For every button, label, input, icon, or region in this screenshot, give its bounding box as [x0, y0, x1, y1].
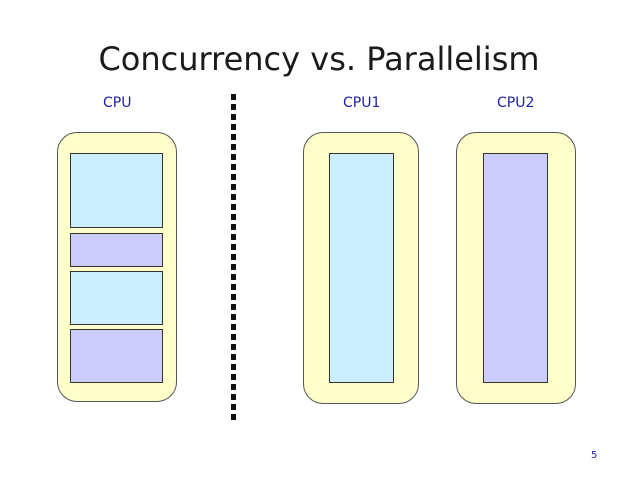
slide-title: Concurrency vs. Parallelism — [98, 40, 540, 78]
task-b-block-1 — [70, 233, 163, 267]
page-number: 5 — [591, 450, 598, 461]
task-b-block-2 — [70, 329, 163, 383]
task-a-block-2 — [70, 271, 163, 325]
cpu2-label: CPU2 — [497, 95, 535, 111]
cpu-label: CPU — [103, 95, 132, 111]
cpu1-task-a — [329, 153, 394, 383]
cpu1-label: CPU1 — [343, 95, 381, 111]
dotted-divider — [231, 94, 236, 420]
task-a-block-1 — [70, 153, 163, 228]
cpu2-task-b — [483, 153, 548, 383]
